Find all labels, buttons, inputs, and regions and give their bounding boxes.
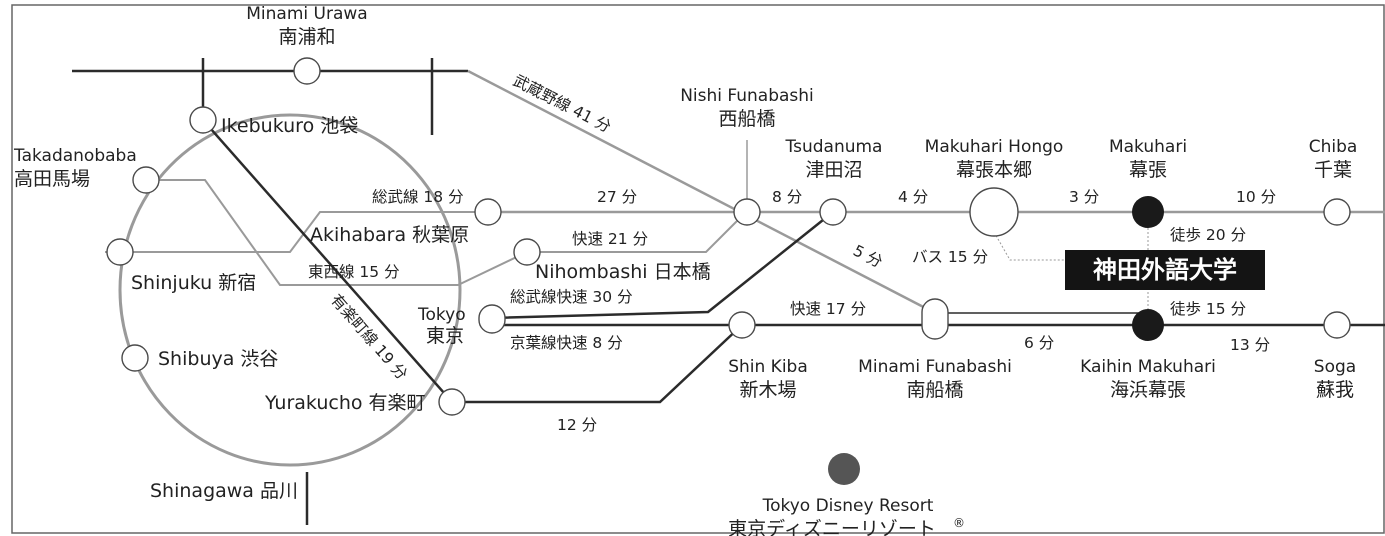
station-chiba[interactable] [1323, 198, 1351, 226]
label-yurakucho: Yurakucho 有楽町 [264, 392, 426, 414]
seg-yurakucho-19: 有楽町線 19 分 [327, 291, 411, 384]
seg-12: 12 分 [557, 416, 597, 434]
station-kaihin-makuhari[interactable] [1132, 309, 1164, 341]
seg-rapid-21: 快速 21 分 [572, 230, 648, 248]
label-kaihin-makuhari-en: Kaihin Makuhari [1080, 357, 1216, 377]
label-shinjuku: Shinjuku 新宿 [131, 272, 256, 294]
label-akihabara: Akihabara 秋葉原 [310, 224, 469, 246]
label-tsudanuma-en: Tsudanuma [785, 137, 883, 157]
seg-bus-15: バス 15 分 [912, 248, 988, 266]
seg-8: 8 分 [772, 188, 802, 206]
seg-5: 5 分 [850, 242, 885, 272]
label-nishi-funabashi-en: Nishi Funabashi [680, 86, 814, 106]
label-nishi-funabashi-jp: 西船橋 [718, 108, 775, 130]
station-takadanobaba[interactable] [132, 166, 160, 194]
seg-musashino: 武蔵野線 41 分 [510, 72, 614, 137]
seg-keiyo-rapid-8: 京葉線快速 8 分 [510, 334, 623, 352]
label-ikebukuro: Ikebukuro 池袋 [221, 115, 358, 137]
seg-tozai-15: 東西線 15 分 [308, 263, 400, 281]
label-shin-kiba-en: Shin Kiba [728, 357, 808, 377]
label-makuhari-hongo-en: Makuhari Hongo [925, 137, 1064, 157]
label-chiba-jp: 千葉 [1314, 159, 1352, 181]
label-disney-jp: 東京ディズニーリゾート [728, 518, 936, 536]
label-nihombashi: Nihombashi 日本橋 [535, 261, 711, 283]
label-kaihin-makuhari-jp: 海浜幕張 [1110, 379, 1186, 401]
seg-4: 4 分 [898, 188, 928, 206]
label-makuhari-en: Makuhari [1109, 137, 1187, 157]
map-frame [11, 4, 1385, 534]
disney-resort-dot[interactable] [828, 453, 860, 485]
seg-10: 10 分 [1236, 188, 1276, 206]
station-tokyo[interactable] [478, 304, 506, 334]
station-shin-kiba[interactable] [728, 311, 756, 339]
station-makuhari-hongo[interactable] [969, 187, 1019, 237]
station-soga[interactable] [1323, 311, 1351, 339]
seg-6: 6 分 [1024, 334, 1054, 352]
seg-walk-15: 徒歩 15 分 [1170, 300, 1246, 318]
university-badge[interactable] [1065, 250, 1265, 290]
yurakucho-line [202, 119, 453, 403]
yamanote-loop-line [118, 113, 462, 467]
label-disney-mark: ® [953, 516, 965, 530]
label-shin-kiba-jp: 新木場 [739, 379, 796, 401]
station-shibuya[interactable] [121, 344, 149, 372]
bus-connector [993, 231, 1065, 261]
station-nishi-funabashi[interactable] [733, 198, 761, 226]
label-chiba-en: Chiba [1309, 137, 1358, 157]
label-shibuya: Shibuya 渋谷 [158, 348, 278, 370]
station-minami-urawa[interactable] [293, 57, 321, 85]
seg-rapid-17: 快速 17 分 [790, 300, 866, 318]
seg-13: 13 分 [1230, 336, 1270, 354]
university-name: 神田外語大学 [1093, 256, 1237, 284]
station-ikebukuro[interactable] [189, 106, 217, 134]
musashino-line [467, 69, 936, 315]
seg-sobu-18: 総武線 18 分 [372, 188, 464, 206]
station-makuhari[interactable] [1132, 196, 1164, 228]
label-tokyo-jp: 東京 [426, 325, 464, 347]
label-shinagawa: Shinagawa 品川 [150, 480, 298, 502]
rinkai-line [452, 324, 743, 404]
label-minami-urawa-en: Minami Urawa [246, 4, 367, 24]
label-tokyo-en: Tokyo [417, 305, 466, 325]
label-tsudanuma-jp: 津田沼 [805, 159, 862, 181]
label-takadanobaba-en: Takadanobaba [13, 146, 137, 166]
station-nihombashi[interactable] [513, 238, 541, 266]
station-akihabara[interactable] [474, 198, 502, 226]
station-minami-funabashi[interactable] [921, 298, 949, 340]
rapid-line-nihombashi [527, 211, 747, 253]
label-takadanobaba-jp: 高田馬場 [14, 168, 90, 190]
label-soga-en: Soga [1314, 357, 1356, 377]
seg-sobu-rapid-30: 総武線快速 30 分 [510, 288, 633, 306]
sobu-rapid-line [491, 211, 834, 320]
label-minami-funabashi-en: Minami Funabashi [858, 357, 1012, 377]
seg-3: 3 分 [1069, 188, 1099, 206]
label-minami-funabashi-jp: 南船橋 [906, 379, 963, 401]
label-disney-en: Tokyo Disney Resort [762, 496, 934, 516]
seg-walk-20: 徒歩 20 分 [1170, 226, 1246, 244]
station-yurakucho[interactable] [438, 388, 466, 416]
station-tsudanuma[interactable] [819, 198, 847, 226]
seg-27: 27 分 [597, 188, 637, 206]
label-minami-urawa-jp: 南浦和 [278, 26, 335, 48]
label-makuhari-hongo-jp: 幕張本郷 [956, 159, 1032, 181]
chuo-line [105, 211, 488, 253]
label-makuhari-jp: 幕張 [1129, 159, 1167, 181]
station-shinjuku[interactable] [106, 238, 134, 266]
label-soga-jp: 蘇我 [1316, 379, 1354, 401]
tozai-line [146, 179, 528, 286]
